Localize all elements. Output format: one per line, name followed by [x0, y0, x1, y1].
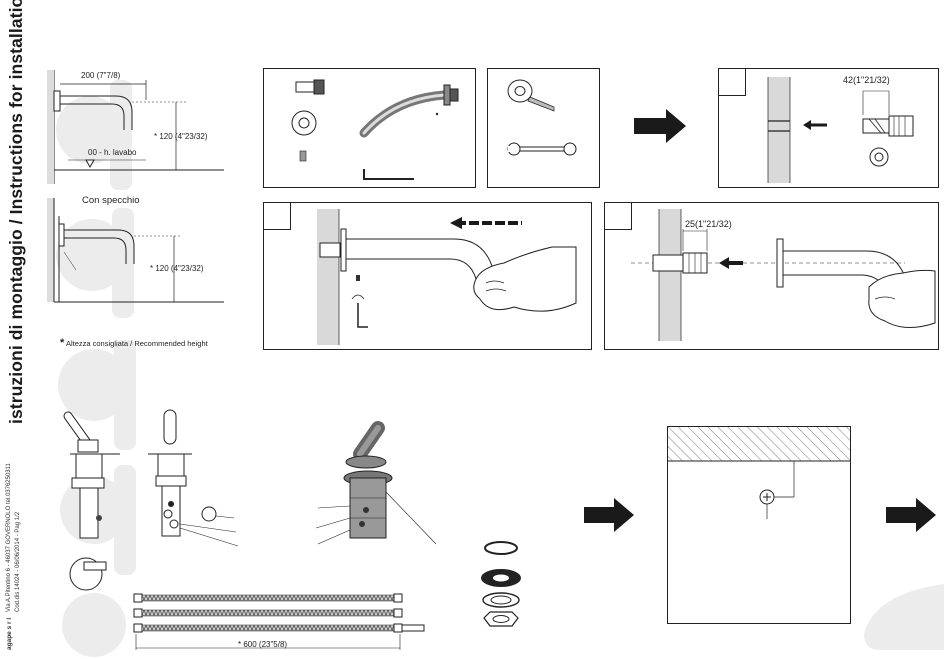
- step-number-box: [263, 202, 291, 230]
- arrow-right-icon: [584, 498, 634, 532]
- mirror-label: Con specchio: [82, 195, 140, 206]
- step-number-box: [718, 68, 746, 96]
- asterisk-icon: *: [60, 337, 65, 349]
- document-title: istruzioni di montaggio / Instructions f…: [6, 0, 26, 424]
- step1-depth-label: 42(1"21/32): [843, 75, 890, 85]
- basin-drill-diagram: [667, 426, 851, 624]
- step-number-box: [604, 202, 632, 230]
- arrow-right-icon: [886, 498, 936, 532]
- mixer-front-view: [60, 406, 130, 616]
- step-box-1: 42(1"21/32): [718, 68, 939, 188]
- recommended-height-note: * Altezza consigliata / Recommended heig…: [60, 337, 208, 349]
- document-code: Cod.dis 14024 - 06/06/2014 - Pag 1/2: [15, 511, 21, 612]
- drop-watermark: [864, 584, 944, 650]
- step-box-2: [263, 202, 592, 350]
- basin-level-label: 00 - h. lavabo: [88, 148, 137, 157]
- components-box: [263, 68, 476, 188]
- height-label-2: * 120 (4"23/32): [150, 264, 204, 273]
- company-name: agape s r l: [6, 617, 13, 650]
- arrow-right-icon: [634, 109, 686, 143]
- recommended-height-text: Altezza consigliata / Recommended height: [65, 339, 208, 348]
- company-address: Via A.Pitentino 6 - 46037 GOVERNOLO tel.…: [6, 463, 12, 612]
- spout-length-label: 200 (7"7/8): [81, 71, 121, 80]
- step-box-3: 25(1"21/32): [604, 202, 939, 350]
- dimension-drawing-standard: 200 (7"7/8) * 120 (4"23/32) 00 - h. lava…: [46, 66, 226, 186]
- flexible-hoses: * 600 (23"5/8): [130, 590, 430, 652]
- tools-box: [487, 68, 600, 188]
- step3-depth-label: 25(1"21/32): [685, 219, 732, 229]
- hose-length-label: * 600 (23"5/8): [238, 640, 288, 649]
- washers-stack: [478, 538, 528, 632]
- cartridge-3d: [306, 418, 446, 548]
- height-label-1: * 120 (4"23/32): [154, 132, 208, 141]
- dimension-drawing-mirror: Con specchio * 120 (4"23/32): [46, 194, 226, 306]
- mixer-side-view: [148, 406, 248, 556]
